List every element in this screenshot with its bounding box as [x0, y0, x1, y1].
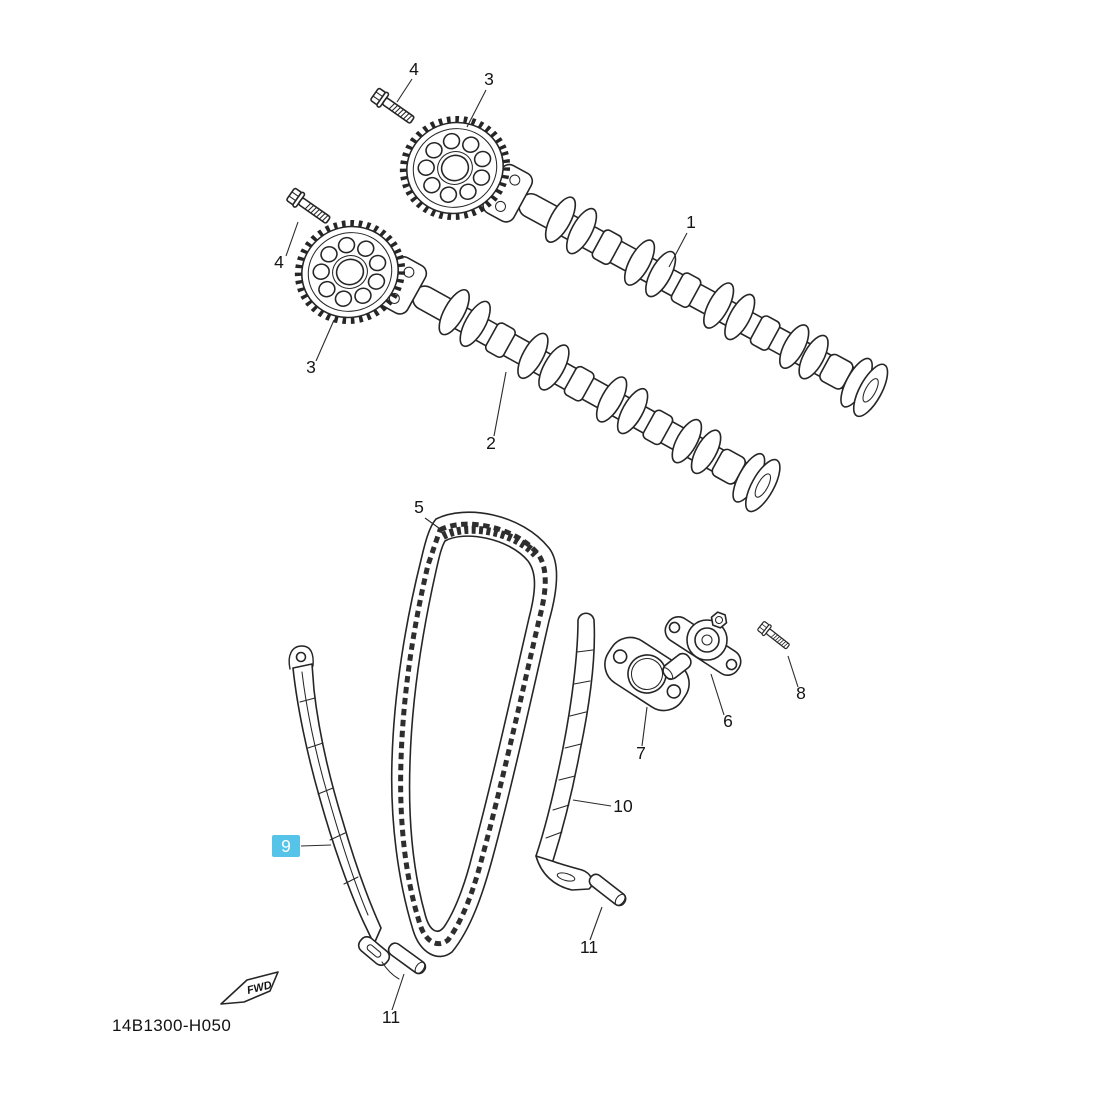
callout-label[interactable]: 3 — [306, 357, 316, 377]
cam-sprocket-bottom — [286, 210, 415, 334]
callout-camshaft-2[interactable]: 2 — [486, 371, 507, 453]
callout-tensioner[interactable]: 6 — [710, 673, 733, 731]
callout-label[interactable]: 11 — [580, 937, 598, 957]
callout-gasket[interactable]: 7 — [636, 706, 648, 763]
camshaft-2 — [354, 241, 788, 518]
callout-tensioner-bolt[interactable]: 8 — [787, 655, 806, 703]
callout-label[interactable]: 10 — [613, 796, 633, 816]
callout-timing-chain[interactable]: 5 — [414, 497, 444, 532]
tensioner-bolt — [756, 619, 793, 653]
chain-guide-rear — [535, 612, 596, 891]
callout-label[interactable]: 3 — [484, 69, 494, 89]
callout-label[interactable]: 4 — [274, 252, 284, 272]
callout-sprocket-top[interactable]: 3 — [466, 69, 494, 128]
guide-pin-right — [586, 871, 629, 909]
callout-label[interactable]: 9 — [281, 836, 291, 856]
fwd-label: FWD — [246, 979, 273, 997]
sprocket-bolt-left — [284, 186, 334, 229]
callout-label[interactable]: 2 — [486, 433, 496, 453]
camshaft-1 — [460, 149, 895, 422]
callout-label[interactable]: 1 — [686, 212, 696, 232]
tensioner-gasket — [604, 636, 690, 712]
callout-label[interactable]: 11 — [382, 1007, 400, 1027]
chain-tensioner — [661, 611, 742, 681]
callout-pin-right[interactable]: 11 — [580, 906, 603, 957]
callout-pin-left[interactable]: 11 — [382, 973, 405, 1027]
timing-chain — [390, 511, 558, 958]
callout-label[interactable]: 8 — [796, 683, 806, 703]
callout-sprocket-bottom[interactable]: 3 — [306, 319, 335, 377]
callout-bolt-top[interactable]: 4 — [396, 59, 419, 103]
sprocket-bolt-top — [368, 86, 418, 129]
callout-label[interactable]: 7 — [636, 743, 646, 763]
highlight-box — [272, 835, 300, 857]
chain-guide-front — [288, 645, 400, 980]
callout-label[interactable]: 6 — [723, 711, 733, 731]
drawing-number: 14B1300-H050 — [112, 1016, 231, 1035]
callout-label[interactable]: 5 — [414, 497, 424, 517]
callout-camshaft-1[interactable]: 1 — [668, 212, 696, 268]
callout-guide-highlighted[interactable]: 9 — [272, 835, 332, 857]
callout-label[interactable]: 4 — [409, 59, 419, 79]
callout-guide-rear[interactable]: 10 — [572, 796, 633, 816]
fwd-marker: FWD — [220, 971, 279, 1005]
callout-bolt-left[interactable]: 4 — [274, 221, 299, 272]
